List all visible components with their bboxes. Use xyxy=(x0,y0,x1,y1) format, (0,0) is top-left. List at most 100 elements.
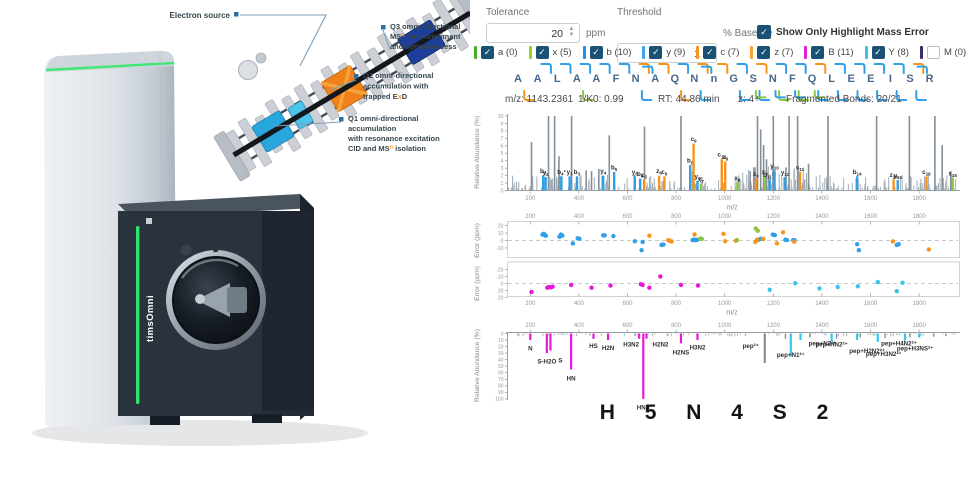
residue-7: N xyxy=(631,73,640,85)
error-point xyxy=(540,232,545,237)
error-point xyxy=(698,236,703,241)
svg-text:Relative Abundance (%): Relative Abundance (%) xyxy=(474,329,481,402)
instrument-illustration: timsOmni Electron so xyxy=(32,0,470,446)
frag-mark-bottom xyxy=(640,90,653,101)
highlight-mass-error-checkbox[interactable]: ✓ xyxy=(757,25,771,39)
peak-label: b8 xyxy=(687,158,694,166)
error-point xyxy=(667,238,672,244)
peak-label: b4* xyxy=(557,169,565,177)
error-point xyxy=(753,226,759,231)
ion-label: M (0) xyxy=(943,47,967,58)
svg-text:4: 4 xyxy=(501,159,504,165)
ion-label: a (0) xyxy=(498,47,518,58)
error-point xyxy=(529,289,534,295)
frag-mark-bottom xyxy=(813,90,826,99)
error-point xyxy=(543,233,549,238)
glycan-peak-label: pep+N1²⁺ xyxy=(777,352,805,359)
svg-text:0: 0 xyxy=(501,331,504,337)
error-point xyxy=(541,231,547,236)
svg-text:100: 100 xyxy=(495,397,504,403)
tolerance-stepper[interactable]: ▲▼ xyxy=(568,26,575,38)
ion-toggle-c: ✓c (7) xyxy=(696,46,739,59)
ion-label: z (7) xyxy=(774,47,794,58)
ion-checkbox-x[interactable]: ✓ xyxy=(535,46,549,59)
tolerance-input[interactable] xyxy=(487,26,579,42)
ion-toggle-Y: ✓Y (8) xyxy=(864,46,909,59)
callout-text: and optical access xyxy=(390,42,457,51)
svg-text:400: 400 xyxy=(574,323,585,329)
peak-label: x8 xyxy=(734,175,740,183)
error-point xyxy=(560,233,565,238)
threshold-label: Threshold xyxy=(617,7,662,18)
threshold-unit: % Base Pe xyxy=(723,28,773,39)
error-point xyxy=(770,232,776,237)
svg-text:80: 80 xyxy=(498,384,504,390)
residue-8: A xyxy=(651,73,660,85)
svg-text:7: 7 xyxy=(501,136,504,142)
error-point xyxy=(699,236,705,242)
callout-bullet xyxy=(339,117,344,122)
ion-checkbox-c[interactable]: ✓ xyxy=(703,46,717,59)
svg-text:8: 8 xyxy=(501,129,504,135)
ion-checkbox-z[interactable]: ✓ xyxy=(757,46,771,59)
svg-text:5: 5 xyxy=(501,151,504,157)
residue-3: L xyxy=(553,73,561,85)
svg-text:Error (ppm): Error (ppm) xyxy=(474,223,481,258)
ion-checkbox-a[interactable]: ✓ xyxy=(481,46,494,59)
tolerance-input-box: ▲▼ xyxy=(486,23,580,43)
svg-text:0: 0 xyxy=(501,281,504,287)
frag-mark-bottom xyxy=(876,90,888,101)
svg-text:-10: -10 xyxy=(496,274,504,280)
frag-mark-top xyxy=(716,63,729,74)
glycan-peak-label: HN xyxy=(567,376,576,383)
svg-text:10: 10 xyxy=(498,114,504,120)
error-point xyxy=(780,230,786,235)
precursor-info-2: RT: 44.86 min xyxy=(658,94,720,105)
error-point xyxy=(640,282,645,288)
ion-checkbox-M[interactable] xyxy=(926,46,940,59)
svg-text:20: 20 xyxy=(498,295,504,301)
ion-color-bar xyxy=(804,46,808,59)
error-point xyxy=(733,238,739,243)
error-point xyxy=(694,237,700,243)
error-point xyxy=(658,274,663,279)
glycan-composition: H 5 N 4 S 2 xyxy=(599,401,841,424)
residue-19: E xyxy=(867,73,875,85)
ion-color-bar xyxy=(696,46,700,59)
svg-text:1400: 1400 xyxy=(815,196,829,202)
frag-mark-bottom xyxy=(774,90,786,99)
callout-bullet xyxy=(354,74,359,79)
glycan-peak-label: pep+HN2²⁺ xyxy=(815,342,847,349)
svg-text:1000: 1000 xyxy=(718,323,732,329)
peak-label: c10 xyxy=(718,152,727,160)
svg-text:1200: 1200 xyxy=(767,196,781,202)
residue-14: N xyxy=(768,73,777,85)
ion-toggle-z: ✓z (7) xyxy=(750,46,793,59)
frag-mark-top xyxy=(540,63,552,74)
svg-text:10: 10 xyxy=(498,288,504,294)
frag-mark-top xyxy=(642,65,654,74)
svg-text:20: 20 xyxy=(498,223,504,229)
peak-label: b2 xyxy=(540,168,547,176)
svg-text:50: 50 xyxy=(498,364,504,370)
ion-checkbox-Y[interactable]: ✓ xyxy=(871,46,885,59)
error-point xyxy=(772,232,777,238)
error-point xyxy=(760,236,766,242)
peak-label: y2 xyxy=(543,170,549,178)
frag-mark-bottom xyxy=(836,90,849,101)
frag-mark-bottom xyxy=(680,90,692,101)
residue-21: S xyxy=(906,73,914,85)
svg-text:200: 200 xyxy=(525,323,536,329)
frag-mark-bottom xyxy=(699,90,712,101)
error-point xyxy=(734,237,740,243)
ion-checkbox-B[interactable]: ✓ xyxy=(811,46,825,59)
svg-text:200: 200 xyxy=(525,196,536,202)
ion-checkbox-y[interactable]: ✓ xyxy=(649,46,663,59)
ion-color-bar xyxy=(642,46,646,59)
ion-checkbox-b[interactable]: ✓ xyxy=(589,46,603,59)
glycan-peak-label: H2NS xyxy=(673,350,690,357)
error-point xyxy=(758,236,763,242)
